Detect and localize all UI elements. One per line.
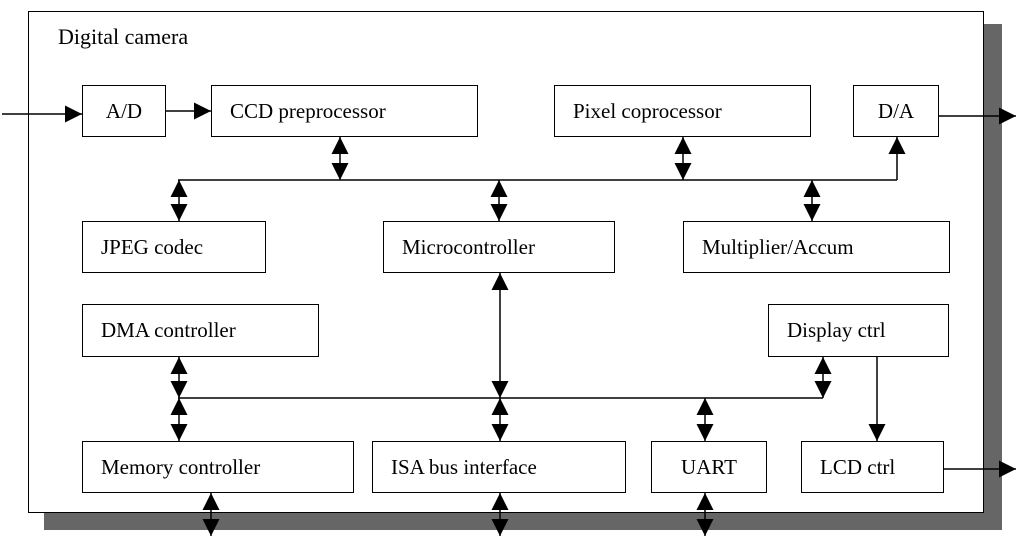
memory-controller-block: Memory controller (82, 441, 354, 493)
diagram-title: Digital camera (58, 24, 189, 49)
pixel-coprocessor-block: Pixel coprocessor (554, 85, 811, 137)
da-block: D/A (853, 85, 939, 137)
dma-controller-block: DMA controller (82, 304, 319, 357)
isa-bus-interface-block: ISA bus interface (372, 441, 626, 493)
display-ctrl-block: Display ctrl (768, 304, 949, 357)
ccd-preprocessor-block: CCD preprocessor (211, 85, 478, 137)
uart-block: UART (651, 441, 767, 493)
ad-block: A/D (82, 85, 166, 137)
jpeg-codec-block: JPEG codec (82, 221, 266, 273)
lcd-ctrl-block: LCD ctrl (801, 441, 944, 493)
microcontroller-block: Microcontroller (383, 221, 615, 273)
multiplier-accum-block: Multiplier/Accum (683, 221, 950, 273)
